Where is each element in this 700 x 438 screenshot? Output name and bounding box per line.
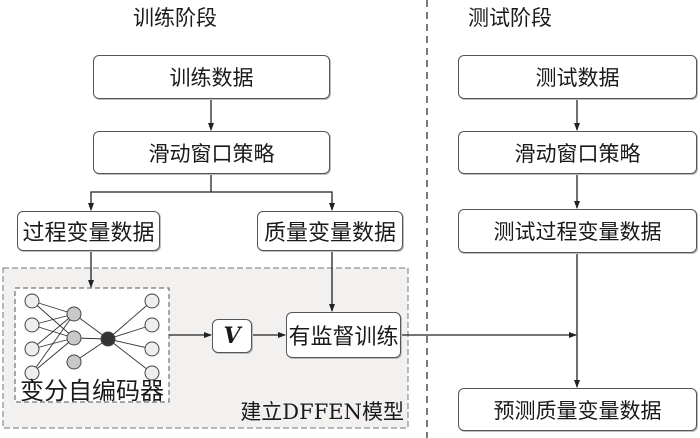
hidden-node (66, 330, 82, 346)
test-data-box: 测试数据 (458, 55, 697, 99)
test-process-variable-data-box: 测试过程变量数据 (458, 209, 697, 253)
test-phase-title: 测试阶段 (468, 6, 552, 30)
hidden-node (66, 354, 82, 370)
test-sliding-window-box: 滑动窗口策略 (458, 131, 697, 174)
input-node (24, 341, 40, 357)
output-node (144, 365, 160, 381)
output-node (144, 341, 160, 357)
supervised-training-box: 有监督训练 (286, 312, 401, 358)
latent-node (100, 331, 116, 347)
training-data-box: 训练数据 (93, 55, 330, 99)
output-node (144, 317, 160, 333)
output-node (144, 293, 160, 309)
arrow-sliding-window-to-quality (211, 191, 335, 211)
hidden-node (66, 306, 82, 322)
training-phase-title: 训练阶段 (133, 6, 217, 30)
quality-variable-data-box: 质量变量数据 (257, 211, 403, 251)
input-node (24, 365, 40, 381)
process-variable-data-box: 过程变量数据 (17, 211, 160, 251)
training-sliding-window-box: 滑动窗口策略 (93, 131, 330, 174)
dffen-model-label: 建立DFFEN模型 (240, 400, 404, 424)
latent-variable-box: V (212, 319, 252, 353)
arrow-sliding-window-split (88, 174, 212, 211)
input-node (24, 317, 40, 333)
input-node (24, 293, 40, 309)
vae-label: 变分自编码器 (20, 376, 164, 405)
predicted-quality-data-box: 预测质量变量数据 (458, 388, 697, 431)
vae-group (14, 287, 170, 403)
vae-network-nodes (24, 293, 160, 381)
